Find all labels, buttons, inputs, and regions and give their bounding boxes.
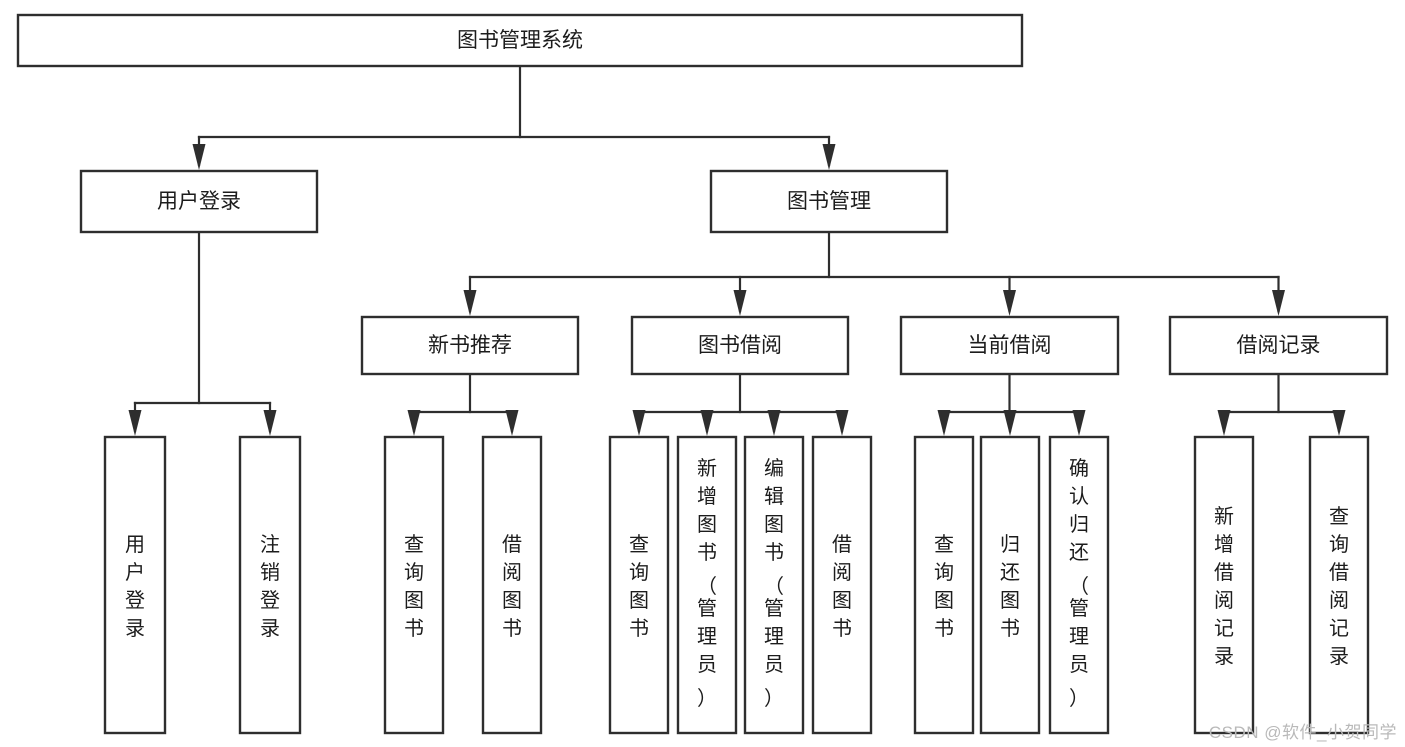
node-借阅图书-leaf-7-box[interactable] [811, 435, 873, 735]
arrow-node-当前借阅-to-node-查询图书 [937, 410, 951, 436]
node-当前借阅-l3-box[interactable] [899, 315, 1120, 376]
node-图书借阅-l3-label: 图书借阅 [698, 334, 782, 357]
node-借阅记录-l3[interactable]: 借阅记录 [1168, 315, 1389, 376]
node-查询图书-leaf-4-label: 查询图书 [629, 533, 649, 640]
node-查询图书-leaf-4[interactable]: 查询图书 [608, 435, 670, 735]
arrow-books-to-node-图书借阅 [733, 290, 747, 316]
node-查询借阅记录-leaf-12-label: 查询借阅记录 [1329, 505, 1349, 668]
node-确认归还管理员-leaf-10-box[interactable] [1048, 435, 1110, 735]
node-用户登录-l2-label: 用户登录 [157, 190, 241, 213]
node-编辑图书管理员-leaf-6[interactable]: 编辑图书（管理员） [743, 435, 805, 735]
node-新增图书管理员-leaf-5-box[interactable] [676, 435, 738, 735]
arrow-node-当前借阅-to-node-确认归还管理员 [1072, 410, 1086, 436]
node-当前借阅-l3-label: 当前借阅 [968, 334, 1052, 357]
arrow-node-新书推荐-to-node-查询图书 [407, 410, 421, 436]
node-借阅记录-l3-label: 借阅记录 [1237, 334, 1321, 357]
node-查询图书-leaf-8[interactable]: 查询图书 [913, 435, 975, 735]
node-借阅图书-leaf-3-label: 借阅图书 [502, 533, 522, 640]
arrow-root-to-node-用户登录 [192, 144, 206, 170]
node-查询图书-leaf-8-label: 查询图书 [934, 533, 954, 640]
node-图书管理-l2-box[interactable] [709, 169, 949, 234]
node-查询图书-leaf-2-box[interactable] [383, 435, 445, 735]
node-借阅图书-leaf-7-label: 借阅图书 [832, 533, 852, 640]
arrow-books-to-node-新书推荐 [463, 290, 477, 316]
node-图书管理系统-root-box[interactable] [16, 13, 1024, 68]
node-注销登录-leaf-1-label: 注销登录 [260, 533, 280, 640]
node-用户登录-l2-box[interactable] [79, 169, 319, 234]
arrow-node-用户登录-to-node-注销登录 [263, 410, 277, 436]
node-新增图书管理员-leaf-5[interactable]: 新增图书（管理员） [676, 435, 738, 735]
csdn-watermark: CSDN @软件_小贺同学 [1208, 723, 1397, 742]
node-新增借阅记录-leaf-11[interactable]: 新增借阅记录 [1193, 435, 1255, 735]
node-新书推荐-l3[interactable]: 新书推荐 [360, 315, 580, 376]
node-注销登录-leaf-1[interactable]: 注销登录 [238, 435, 302, 735]
node-归还图书-leaf-9-box[interactable] [979, 435, 1041, 735]
node-图书借阅-l3[interactable]: 图书借阅 [630, 315, 850, 376]
node-图书管理-l2[interactable]: 图书管理 [709, 169, 949, 234]
arrow-root-to-node-图书管理 [822, 144, 836, 170]
node-查询图书-leaf-4-box[interactable] [608, 435, 670, 735]
node-查询图书-leaf-8-box[interactable] [913, 435, 975, 735]
arrow-node-图书借阅-to-node-借阅图书 [835, 410, 849, 436]
arrow-node-当前借阅-to-node-归还图书 [1003, 410, 1017, 436]
node-图书管理-l2-label: 图书管理 [787, 190, 871, 213]
node-归还图书-leaf-9[interactable]: 归还图书 [979, 435, 1041, 735]
node-确认归还管理员-leaf-10[interactable]: 确认归还（管理员） [1048, 435, 1110, 735]
node-图书管理系统-root[interactable]: 图书管理系统 [16, 13, 1024, 68]
arrow-node-图书借阅-to-node-新增图书管理员 [700, 410, 714, 436]
node-新增图书管理员-leaf-5-label: 新增图书（管理员） [697, 457, 717, 710]
node-查询借阅记录-leaf-12[interactable]: 查询借阅记录 [1308, 435, 1370, 735]
node-借阅记录-l3-box[interactable] [1168, 315, 1389, 376]
node-用户登录-leaf-0-box[interactable] [103, 435, 167, 735]
arrow-books-to-node-借阅记录 [1272, 290, 1285, 316]
node-layer: 图书管理系统用户登录图书管理新书推荐图书借阅当前借阅借阅记录用户登录注销登录查询… [16, 13, 1389, 735]
node-新书推荐-l3-box[interactable] [360, 315, 580, 376]
arrow-books-to-node-当前借阅 [1003, 290, 1016, 316]
node-查询图书-leaf-2-label: 查询图书 [404, 533, 424, 640]
node-新增借阅记录-leaf-11-label: 新增借阅记录 [1214, 505, 1234, 668]
node-借阅图书-leaf-3[interactable]: 借阅图书 [481, 435, 543, 735]
node-用户登录-l2[interactable]: 用户登录 [79, 169, 319, 234]
node-确认归还管理员-leaf-10-label: 确认归还（管理员） [1069, 457, 1089, 710]
node-注销登录-leaf-1-box[interactable] [238, 435, 302, 735]
arrow-node-用户登录-to-node-用户登录 [128, 410, 142, 436]
arrow-node-借阅记录-to-node-新增借阅记录 [1217, 410, 1231, 436]
node-借阅图书-leaf-7[interactable]: 借阅图书 [811, 435, 873, 735]
node-归还图书-leaf-9-label: 归还图书 [1000, 533, 1020, 640]
node-用户登录-leaf-0[interactable]: 用户登录 [103, 435, 167, 735]
node-用户登录-leaf-0-label: 用户登录 [125, 534, 145, 640]
arrow-node-图书借阅-to-node-查询图书 [632, 410, 646, 436]
node-图书管理系统-root-label: 图书管理系统 [457, 29, 583, 52]
arrow-node-新书推荐-to-node-借阅图书 [505, 410, 519, 436]
arrow-node-图书借阅-to-node-编辑图书管理员 [767, 410, 781, 436]
node-编辑图书管理员-leaf-6-box[interactable] [743, 435, 805, 735]
node-查询借阅记录-leaf-12-box[interactable] [1308, 435, 1370, 735]
node-查询图书-leaf-2[interactable]: 查询图书 [383, 435, 445, 735]
node-图书借阅-l3-box[interactable] [630, 315, 850, 376]
arrow-node-借阅记录-to-node-查询借阅记录 [1332, 410, 1346, 436]
node-当前借阅-l3[interactable]: 当前借阅 [899, 315, 1120, 376]
connector-layer [128, 64, 1346, 436]
node-新增借阅记录-leaf-11-box[interactable] [1193, 435, 1255, 735]
node-借阅图书-leaf-3-box[interactable] [481, 435, 543, 735]
node-编辑图书管理员-leaf-6-label: 编辑图书（管理员） [764, 457, 784, 710]
node-新书推荐-l3-label: 新书推荐 [428, 334, 512, 357]
